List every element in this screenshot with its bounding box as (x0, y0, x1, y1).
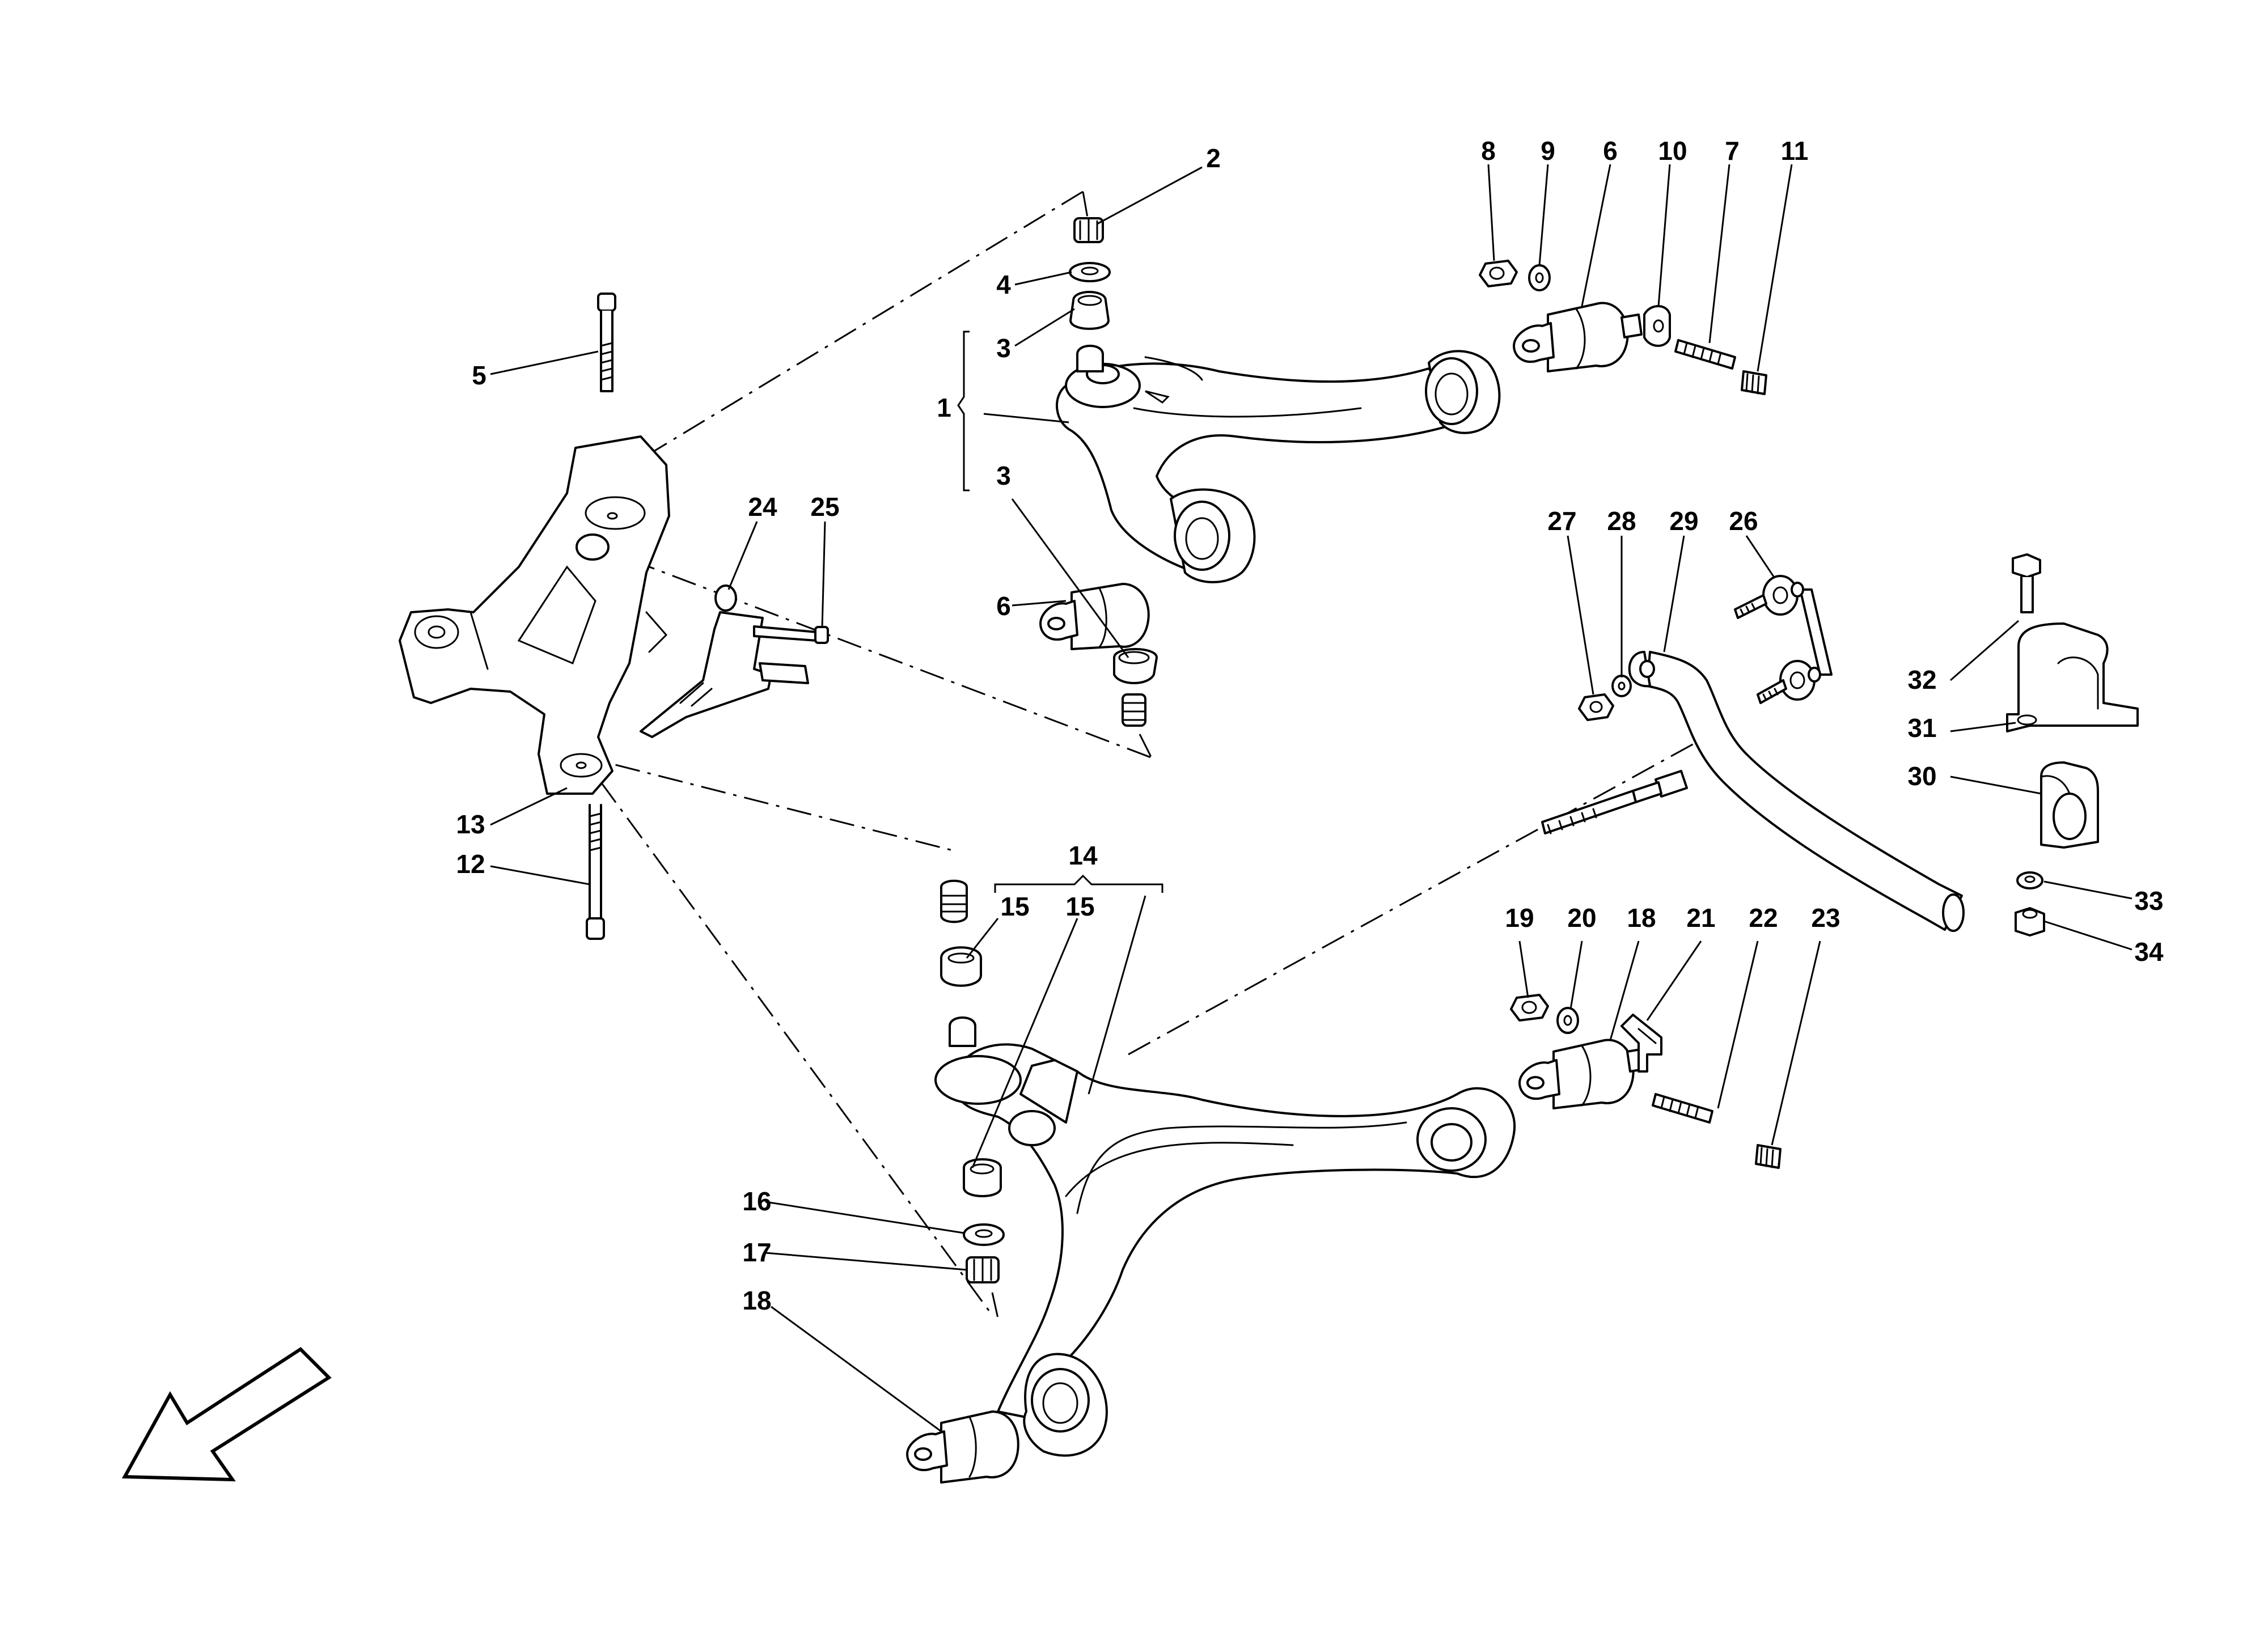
callout-26: 26 (1729, 506, 1758, 536)
bushing-6-top-right (1513, 302, 1643, 372)
callout-34: 34 (2134, 937, 2164, 967)
callout-20: 20 (1567, 903, 1596, 933)
link-26 (1734, 575, 1833, 704)
callout-1: 1 (937, 393, 951, 422)
callout-2: 2 (1206, 143, 1221, 173)
nut-8 (1479, 260, 1518, 287)
group-bracket-14 (994, 874, 1163, 893)
upper-balljoint-parts (1069, 217, 1111, 372)
washer-28 (1611, 675, 1632, 697)
clamp-31 (2006, 622, 2139, 732)
direction-arrow-icon (121, 1347, 332, 1482)
washer-10 (1643, 305, 1671, 347)
callout-29: 29 (1669, 506, 1698, 536)
callout-33: 33 (2134, 886, 2163, 916)
callout-27: 27 (1547, 506, 1576, 536)
callout-21: 21 (1686, 903, 1715, 933)
screw-11 (1741, 370, 1767, 395)
bolt-stud (1541, 770, 1688, 834)
lower-upper-balljoint-parts (1113, 648, 1158, 727)
callout-7: 7 (1725, 136, 1740, 166)
callout-16: 16 (742, 1187, 771, 1216)
washer-33 (2016, 871, 2043, 889)
callout-5: 5 (472, 361, 486, 390)
callout-18-lower-left: 18 (742, 1286, 771, 1315)
bolt-32 (2012, 553, 2041, 613)
callout-19: 19 (1505, 903, 1534, 933)
callout-23: 23 (1811, 903, 1840, 933)
callout-11: 11 (1781, 136, 1809, 166)
bolt-22 (1652, 1093, 1713, 1124)
callout-28: 28 (1607, 506, 1636, 536)
callout-4: 4 (996, 270, 1011, 299)
bushing-6-upper-left (1039, 583, 1150, 650)
bolt-5 (597, 293, 616, 392)
group-bracket-1 (957, 331, 970, 491)
callout-12: 12 (456, 849, 485, 879)
callout-9: 9 (1541, 136, 1555, 166)
anti-roll-bar (1628, 651, 1965, 932)
callout-31: 31 (1907, 713, 1936, 743)
steering-knuckle (399, 435, 670, 795)
bush-30 (2040, 761, 2099, 849)
bracket-21 (1620, 1014, 1662, 1073)
callout-25: 25 (810, 492, 839, 522)
callout-24: 24 (748, 492, 777, 522)
callout-15-right: 15 (1065, 892, 1094, 921)
washer-9 (1528, 264, 1551, 291)
bolt-7 (1674, 339, 1736, 370)
lower-control-arm (934, 1043, 1516, 1457)
nut-34 (2015, 907, 2045, 937)
washer-20 (1556, 1007, 1579, 1034)
callout-32: 32 (1907, 665, 1936, 694)
screw-23 (1755, 1144, 1782, 1169)
leader-lines (490, 164, 2132, 1433)
nut-27 (1578, 693, 1614, 721)
bolt-12 (586, 804, 605, 940)
upper-control-arm (1056, 350, 1501, 583)
callout-3-lower: 3 (996, 461, 1011, 490)
callout-6-upper-left: 6 (996, 591, 1011, 621)
callout-13: 13 (456, 810, 485, 839)
sensor-bracket (640, 584, 809, 738)
bushing-18-lower-left (906, 1410, 1019, 1484)
callout-labels: 2 4 3 1 3 6 5 13 12 24 25 8 9 6 10 7 11 … (456, 136, 2164, 1315)
screw-25 (753, 625, 829, 644)
callout-30: 30 (1907, 761, 1936, 791)
callout-10: 10 (1658, 136, 1687, 166)
callout-22: 22 (1749, 903, 1778, 933)
bushing-18-lower-right (1518, 1039, 1648, 1109)
callout-3-upper: 3 (996, 333, 1011, 363)
lower-balljoint-parts (940, 879, 1005, 1283)
callout-14: 14 (1068, 841, 1098, 870)
callout-6-top-right: 6 (1603, 136, 1618, 166)
callout-8: 8 (1481, 136, 1496, 166)
callout-18-lower-right: 18 (1627, 903, 1656, 933)
callout-15-left: 15 (1000, 892, 1029, 921)
callout-17: 17 (742, 1238, 771, 1267)
nut-19 (1510, 994, 1549, 1022)
